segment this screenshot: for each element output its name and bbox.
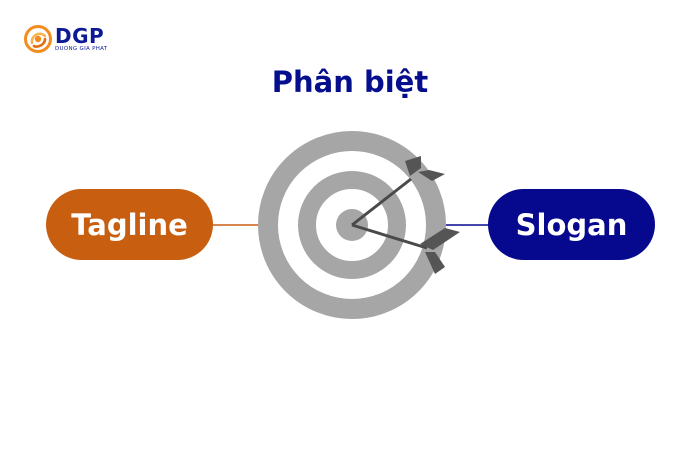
lower-arrow: [351, 223, 460, 274]
tagline-node: Tagline: [46, 189, 213, 260]
logo-name: DGP: [55, 23, 105, 48]
logo-swirl-icon: [24, 25, 52, 53]
target-with-arrows-icon: [258, 131, 460, 319]
brand-logo: DGP DUONG GIA PHAT: [24, 22, 107, 56]
tagline-label: Tagline: [71, 207, 188, 242]
slogan-label: Slogan: [515, 207, 628, 242]
slogan-node: Slogan: [488, 189, 655, 260]
logo-subtitle: DUONG GIA PHAT: [55, 45, 108, 52]
upper-arrow: [351, 156, 445, 227]
page-title: Phân biệt: [271, 65, 429, 99]
